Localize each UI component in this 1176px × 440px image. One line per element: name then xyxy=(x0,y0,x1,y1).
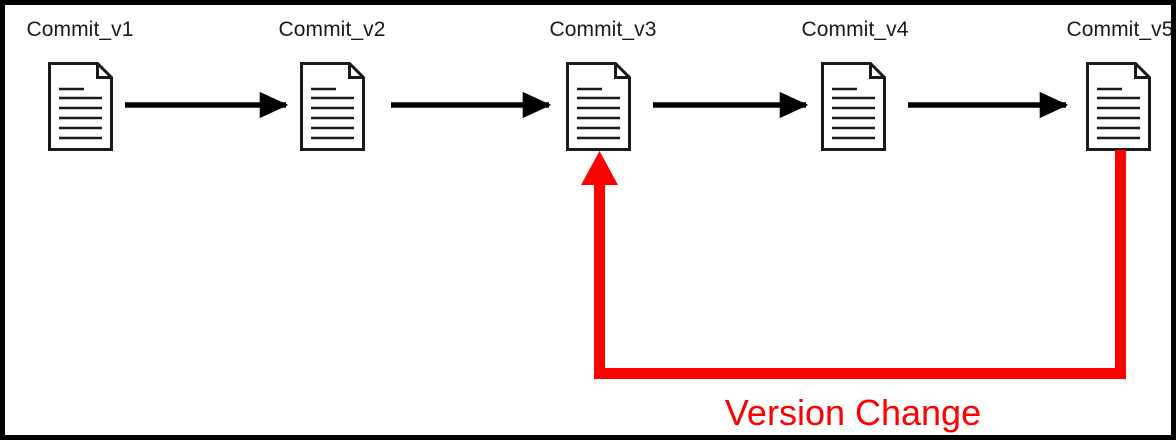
node-label-v5: Commit_v5 xyxy=(1066,18,1174,41)
document-icon-v5 xyxy=(1086,62,1151,151)
node-label-v1: Commit_v1 xyxy=(26,18,134,41)
node-label-v3: Commit_v3 xyxy=(549,18,657,41)
version-change-arrow xyxy=(581,150,1126,379)
node-label-v2: Commit_v2 xyxy=(278,18,386,41)
document-icon-v4 xyxy=(821,62,886,151)
node-label-v4: Commit_v4 xyxy=(801,18,909,41)
document-icon-v1 xyxy=(48,62,113,151)
version-change-label: Version Change xyxy=(724,392,982,433)
document-icon-v2 xyxy=(300,62,365,151)
diagram-graphics xyxy=(48,62,1151,379)
document-icon-v3 xyxy=(566,62,631,151)
